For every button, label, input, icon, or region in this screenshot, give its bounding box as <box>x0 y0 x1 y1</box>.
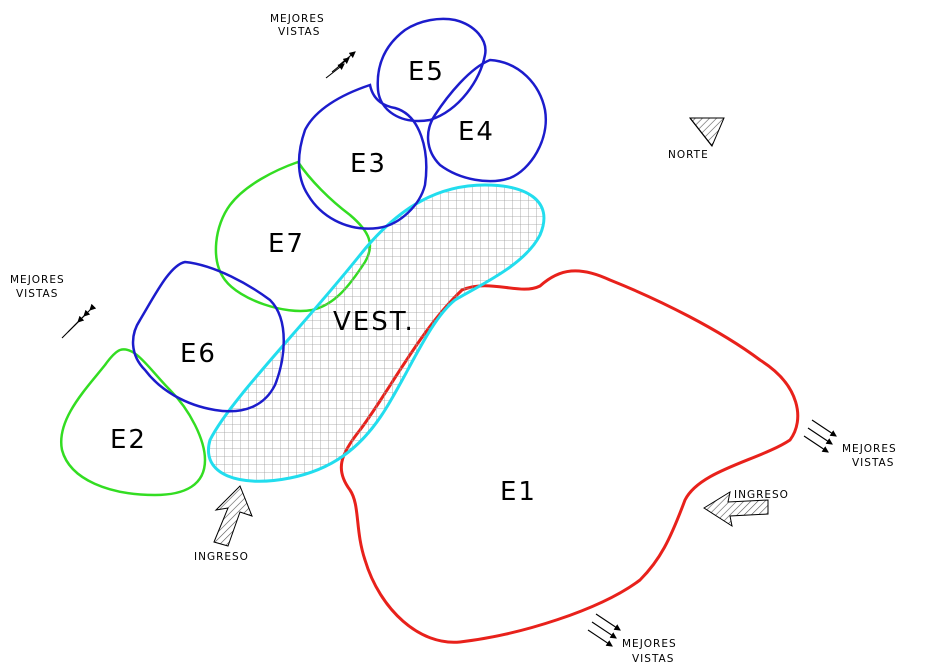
zone-e4-outline <box>426 58 548 183</box>
zone-e2-label: E2 <box>110 425 147 455</box>
views-top-label-2: VISTAS <box>278 26 320 38</box>
views-right-arrows-icon <box>803 419 837 453</box>
zone-e3-label: E3 <box>350 149 387 179</box>
views-top-label-1: MEJORES <box>270 13 325 25</box>
zone-e4-label: E4 <box>458 117 495 147</box>
zone-vest-label: VEST. <box>333 307 415 337</box>
zone-e5-label: E5 <box>408 57 445 87</box>
zone-e6-label: E6 <box>180 339 217 369</box>
zone-e1-label: E1 <box>500 477 537 507</box>
views-bottom-arrows-icon <box>587 613 621 647</box>
zone-e3-outline <box>297 83 428 230</box>
entrance-left-label: INGRESO <box>194 551 249 563</box>
views-left-label-1: MEJORES <box>10 274 65 286</box>
zone-e7-label: E7 <box>268 229 305 259</box>
views-left-label-2: VISTAS <box>16 288 58 300</box>
zone-e7-outline <box>214 160 372 313</box>
views-bottom-label-2: VISTAS <box>632 653 674 665</box>
north-arrow-icon <box>688 117 725 147</box>
views-left-arrows-icon <box>61 303 97 339</box>
entrance-right-label: INGRESO <box>734 489 789 501</box>
views-top-arrows-icon <box>325 51 356 79</box>
views-bottom-label-1: MEJORES <box>622 638 677 650</box>
zone-e5-outline <box>376 17 487 123</box>
views-right-label-1: MEJORES <box>842 443 897 455</box>
entrance-right-arrow-icon <box>703 490 769 528</box>
zone-e1-outline <box>339 269 800 644</box>
north-label: NORTE <box>668 149 709 161</box>
views-right-label-2: VISTAS <box>852 457 894 469</box>
zone-e6-outline <box>131 260 285 413</box>
zone-vest-outline <box>207 183 546 483</box>
entrance-left-arrow-icon <box>213 485 253 547</box>
zone-e2-outline <box>59 348 207 497</box>
